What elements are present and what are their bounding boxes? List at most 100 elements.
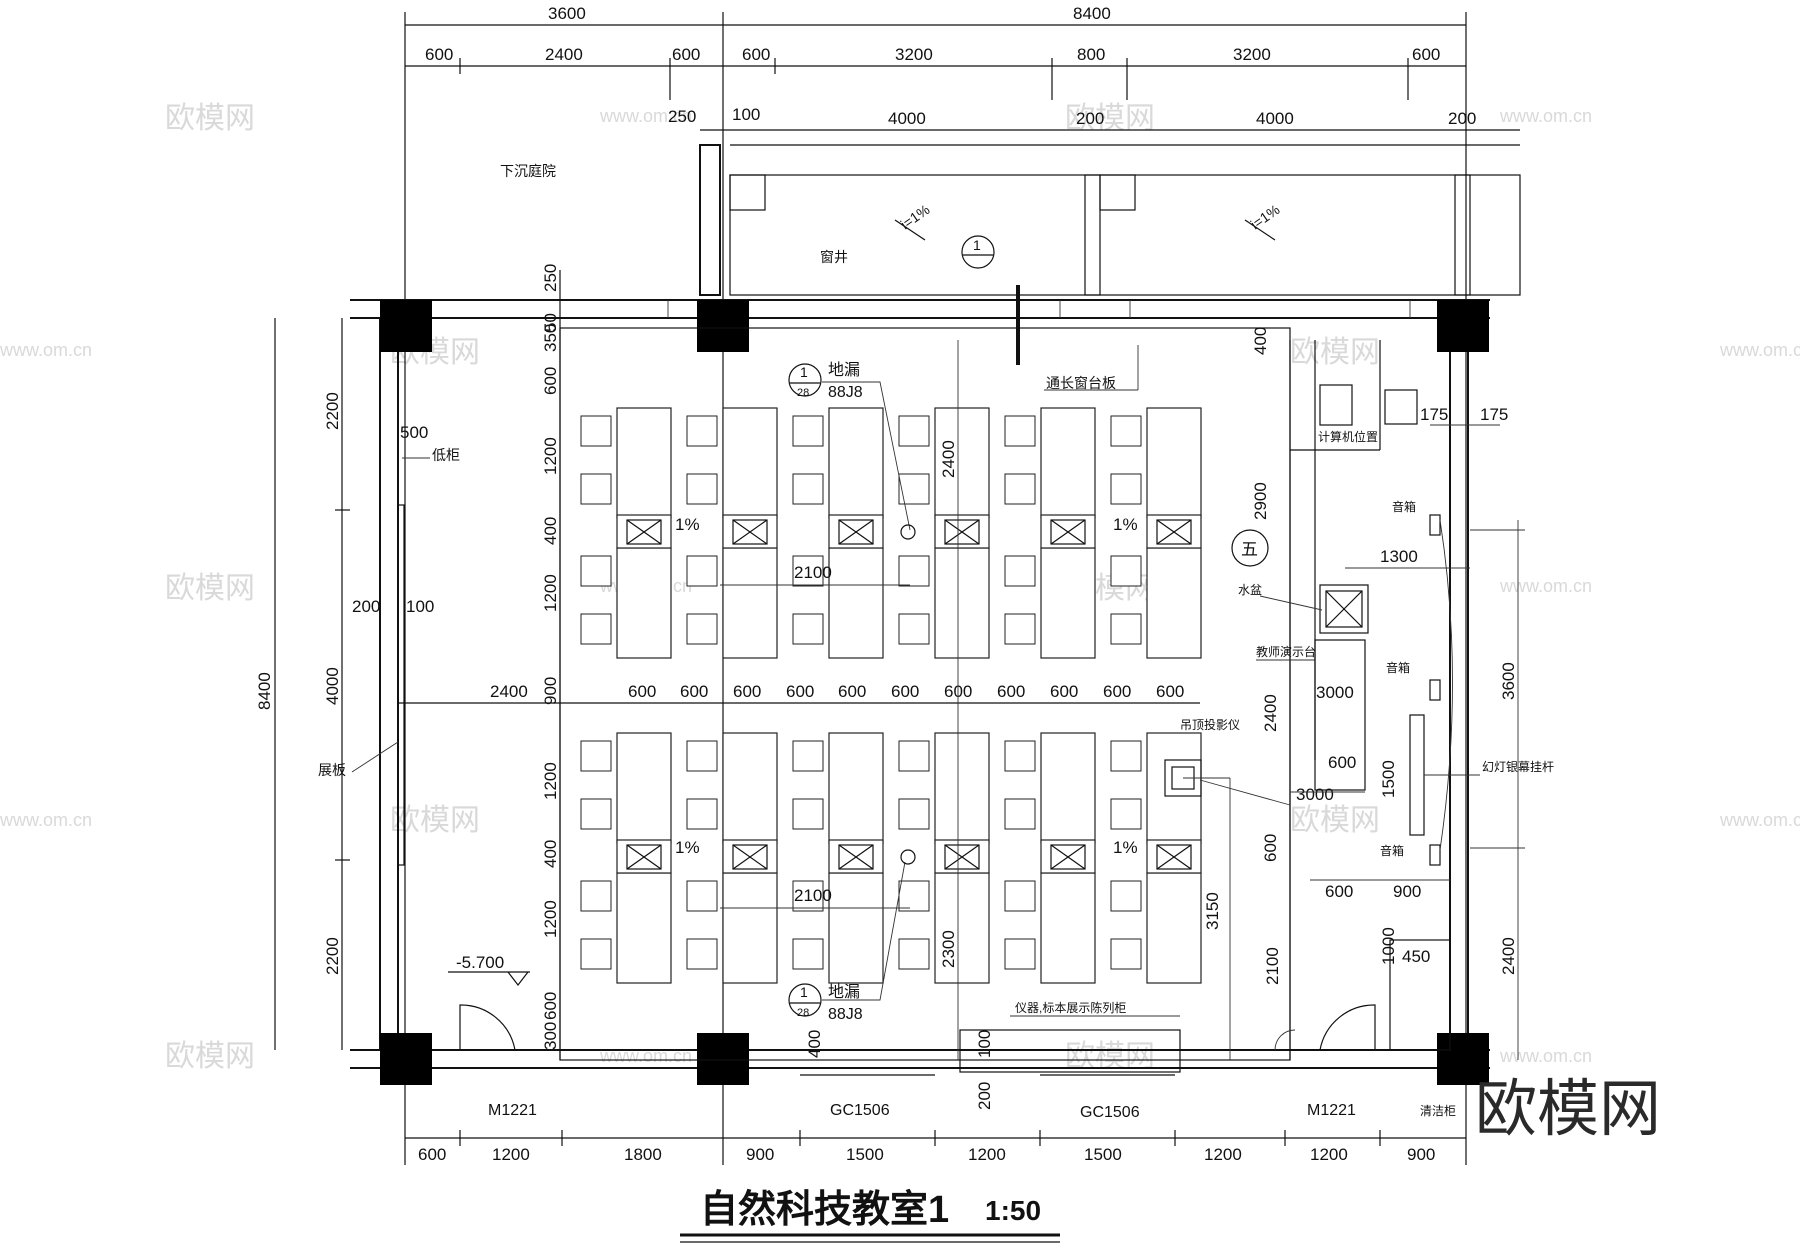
dim-1000: 1000	[1379, 927, 1398, 965]
sink-cross	[944, 519, 980, 545]
dim-inner-250: 250	[541, 264, 560, 292]
dim-175: 175	[1480, 405, 1508, 424]
stool	[898, 938, 930, 970]
sink-basin	[732, 519, 768, 545]
lab-desk	[722, 547, 778, 659]
stool	[686, 415, 718, 447]
label-window-code: GC1506	[830, 1102, 890, 1119]
dim-desk-600: 600	[838, 682, 866, 701]
column	[697, 300, 749, 352]
label-floor-drain: 地漏	[828, 361, 860, 379]
stool	[792, 473, 824, 505]
lab-desk	[934, 407, 990, 519]
watermark: 欧模网	[1290, 804, 1380, 837]
sink-cross	[732, 519, 768, 545]
dim-3600: 3600	[1499, 662, 1518, 700]
sink-cross	[626, 519, 662, 545]
dim-inner-600: 600	[541, 992, 560, 1020]
stool	[686, 555, 718, 587]
door-left	[459, 1004, 516, 1051]
watermarks: 欧模网 欧模网 欧模网 欧模网 欧模网 欧模网 欧模网 欧模网 欧模网 欧模网 …	[0, 102, 1800, 1073]
dim-3150: 3150	[1203, 892, 1222, 930]
stool	[1004, 740, 1036, 772]
sink-basin	[838, 519, 874, 545]
label-door-code: M1221	[488, 1102, 537, 1119]
dim-inner-600: 600	[541, 367, 560, 395]
label-projector: 吊顶投影仪	[1180, 717, 1240, 732]
stool	[580, 555, 612, 587]
dim-bottom-1200: 1200	[968, 1145, 1006, 1164]
dim-400: 400	[805, 1030, 824, 1058]
label-sunken-courtyard: 下沉庭院	[500, 163, 556, 179]
label-teacher-table: 教师演示台	[1256, 644, 1316, 659]
sink-basin	[1156, 844, 1192, 870]
stool	[898, 740, 930, 772]
stool	[580, 415, 612, 447]
dim-100: 100	[975, 1030, 994, 1058]
stool	[898, 613, 930, 645]
lab-desk	[616, 872, 672, 984]
dim-600: 600	[1261, 834, 1280, 862]
lab-desk	[722, 732, 778, 844]
stool	[580, 880, 612, 912]
column	[697, 1033, 749, 1085]
stool	[686, 740, 718, 772]
dim-bottom-1200: 1200	[492, 1145, 530, 1164]
lab-desk	[616, 407, 672, 519]
label-low-cabinet: 低柜	[432, 447, 460, 463]
dim-175: 175	[1420, 405, 1448, 424]
lab-desk	[1040, 547, 1096, 659]
stool	[1110, 880, 1142, 912]
lab-desk	[722, 407, 778, 519]
dim-desk-600: 600	[786, 682, 814, 701]
dim-450: 450	[1402, 947, 1430, 966]
sink-basin	[626, 519, 662, 545]
dim-inner-900: 900	[541, 677, 560, 705]
label-slope-pct: 1%	[675, 515, 700, 534]
label-slope: i=1%	[1248, 201, 1283, 232]
dim-2100: 2100	[794, 563, 832, 582]
dim-top-left-total: 3600	[548, 4, 586, 23]
watermark-url: www.om.cn	[599, 106, 692, 126]
label-slope: i=1%	[898, 201, 933, 232]
dim-inner-400: 400	[541, 517, 560, 545]
column	[380, 1033, 432, 1085]
detail-num: 1	[800, 364, 808, 380]
dim-top-600: 600	[1412, 45, 1440, 64]
dim-inner-400: 400	[541, 840, 560, 868]
sink-cross	[1156, 519, 1192, 545]
label-speaker: 音箱	[1380, 843, 1404, 858]
sink-basin	[838, 844, 874, 870]
dim-200: 200	[975, 1082, 994, 1110]
dim-top-600: 600	[672, 45, 700, 64]
stool	[580, 613, 612, 645]
watermark: 欧模网	[165, 102, 255, 135]
dim-inner-1200: 1200	[541, 574, 560, 612]
dim-top-600: 600	[742, 45, 770, 64]
dim-top-200: 200	[1076, 109, 1104, 128]
lab-desk	[828, 407, 884, 519]
room-number: 五	[1241, 540, 1258, 559]
dim-left-4000: 4000	[323, 667, 342, 705]
sink-cross	[1050, 844, 1086, 870]
plan-title: 自然科技教室1	[700, 1188, 949, 1231]
watermark-url: www.om.cn	[1499, 1046, 1592, 1066]
dim-top-right-total: 8400	[1073, 4, 1111, 23]
dim-600: 600	[1325, 882, 1353, 901]
dim-2100: 2100	[1263, 947, 1282, 985]
sink-basin	[1050, 844, 1086, 870]
stool	[898, 798, 930, 830]
label-drain-code: 88J8	[828, 1006, 863, 1023]
lab-desk	[722, 872, 778, 984]
sink-cross	[732, 844, 768, 870]
stool	[1004, 798, 1036, 830]
stool	[1110, 740, 1142, 772]
lab-desk	[616, 732, 672, 844]
detail-num: 1	[800, 984, 808, 1000]
lab-desk	[1146, 872, 1202, 984]
sink-basin	[1156, 519, 1192, 545]
watermark-url: www.om.cn	[1499, 576, 1592, 596]
sink-basin	[626, 844, 662, 870]
stool	[1110, 415, 1142, 447]
